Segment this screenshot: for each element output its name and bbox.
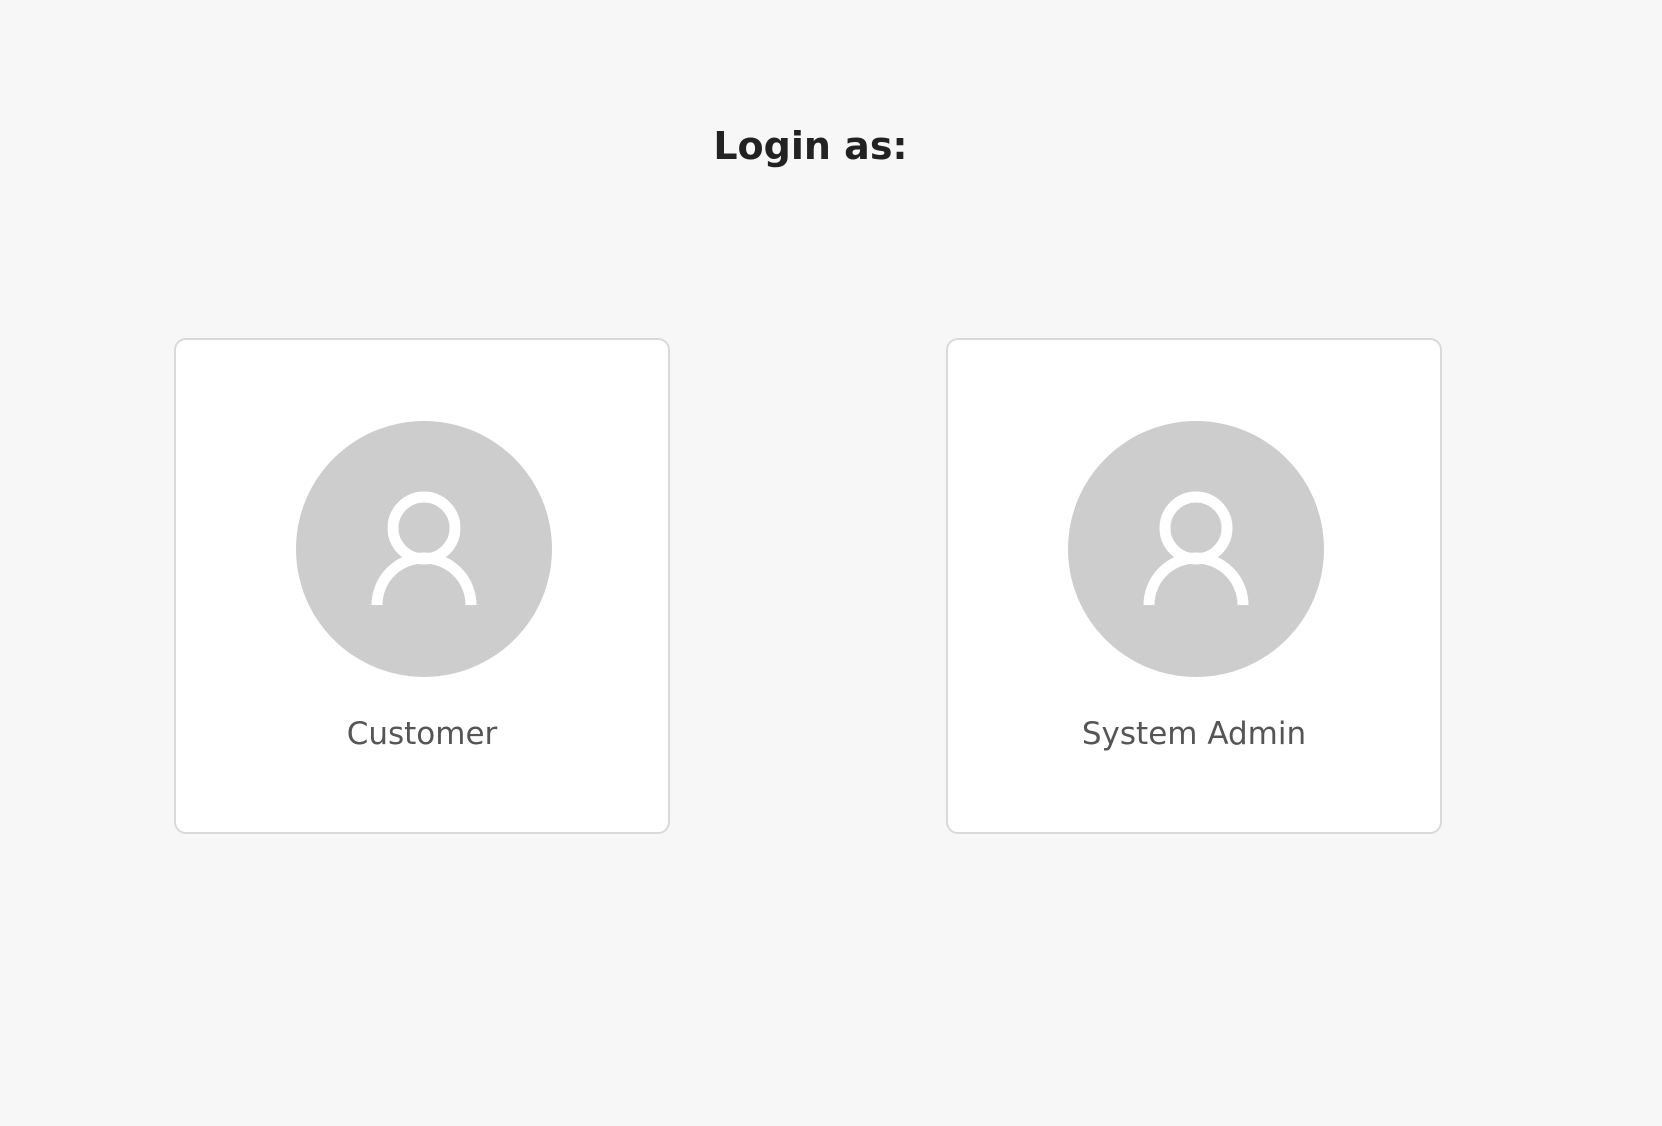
- avatar: [296, 421, 552, 677]
- system-admin-login-card[interactable]: System Admin: [946, 338, 1442, 834]
- user-icon: [1143, 491, 1249, 606]
- card-label-system-admin: System Admin: [1081, 716, 1307, 752]
- customer-login-card[interactable]: Customer: [174, 338, 670, 834]
- user-icon: [371, 491, 477, 606]
- avatar: [1068, 421, 1324, 677]
- card-label-customer: Customer: [346, 716, 498, 752]
- page-title: Login as:: [713, 124, 908, 168]
